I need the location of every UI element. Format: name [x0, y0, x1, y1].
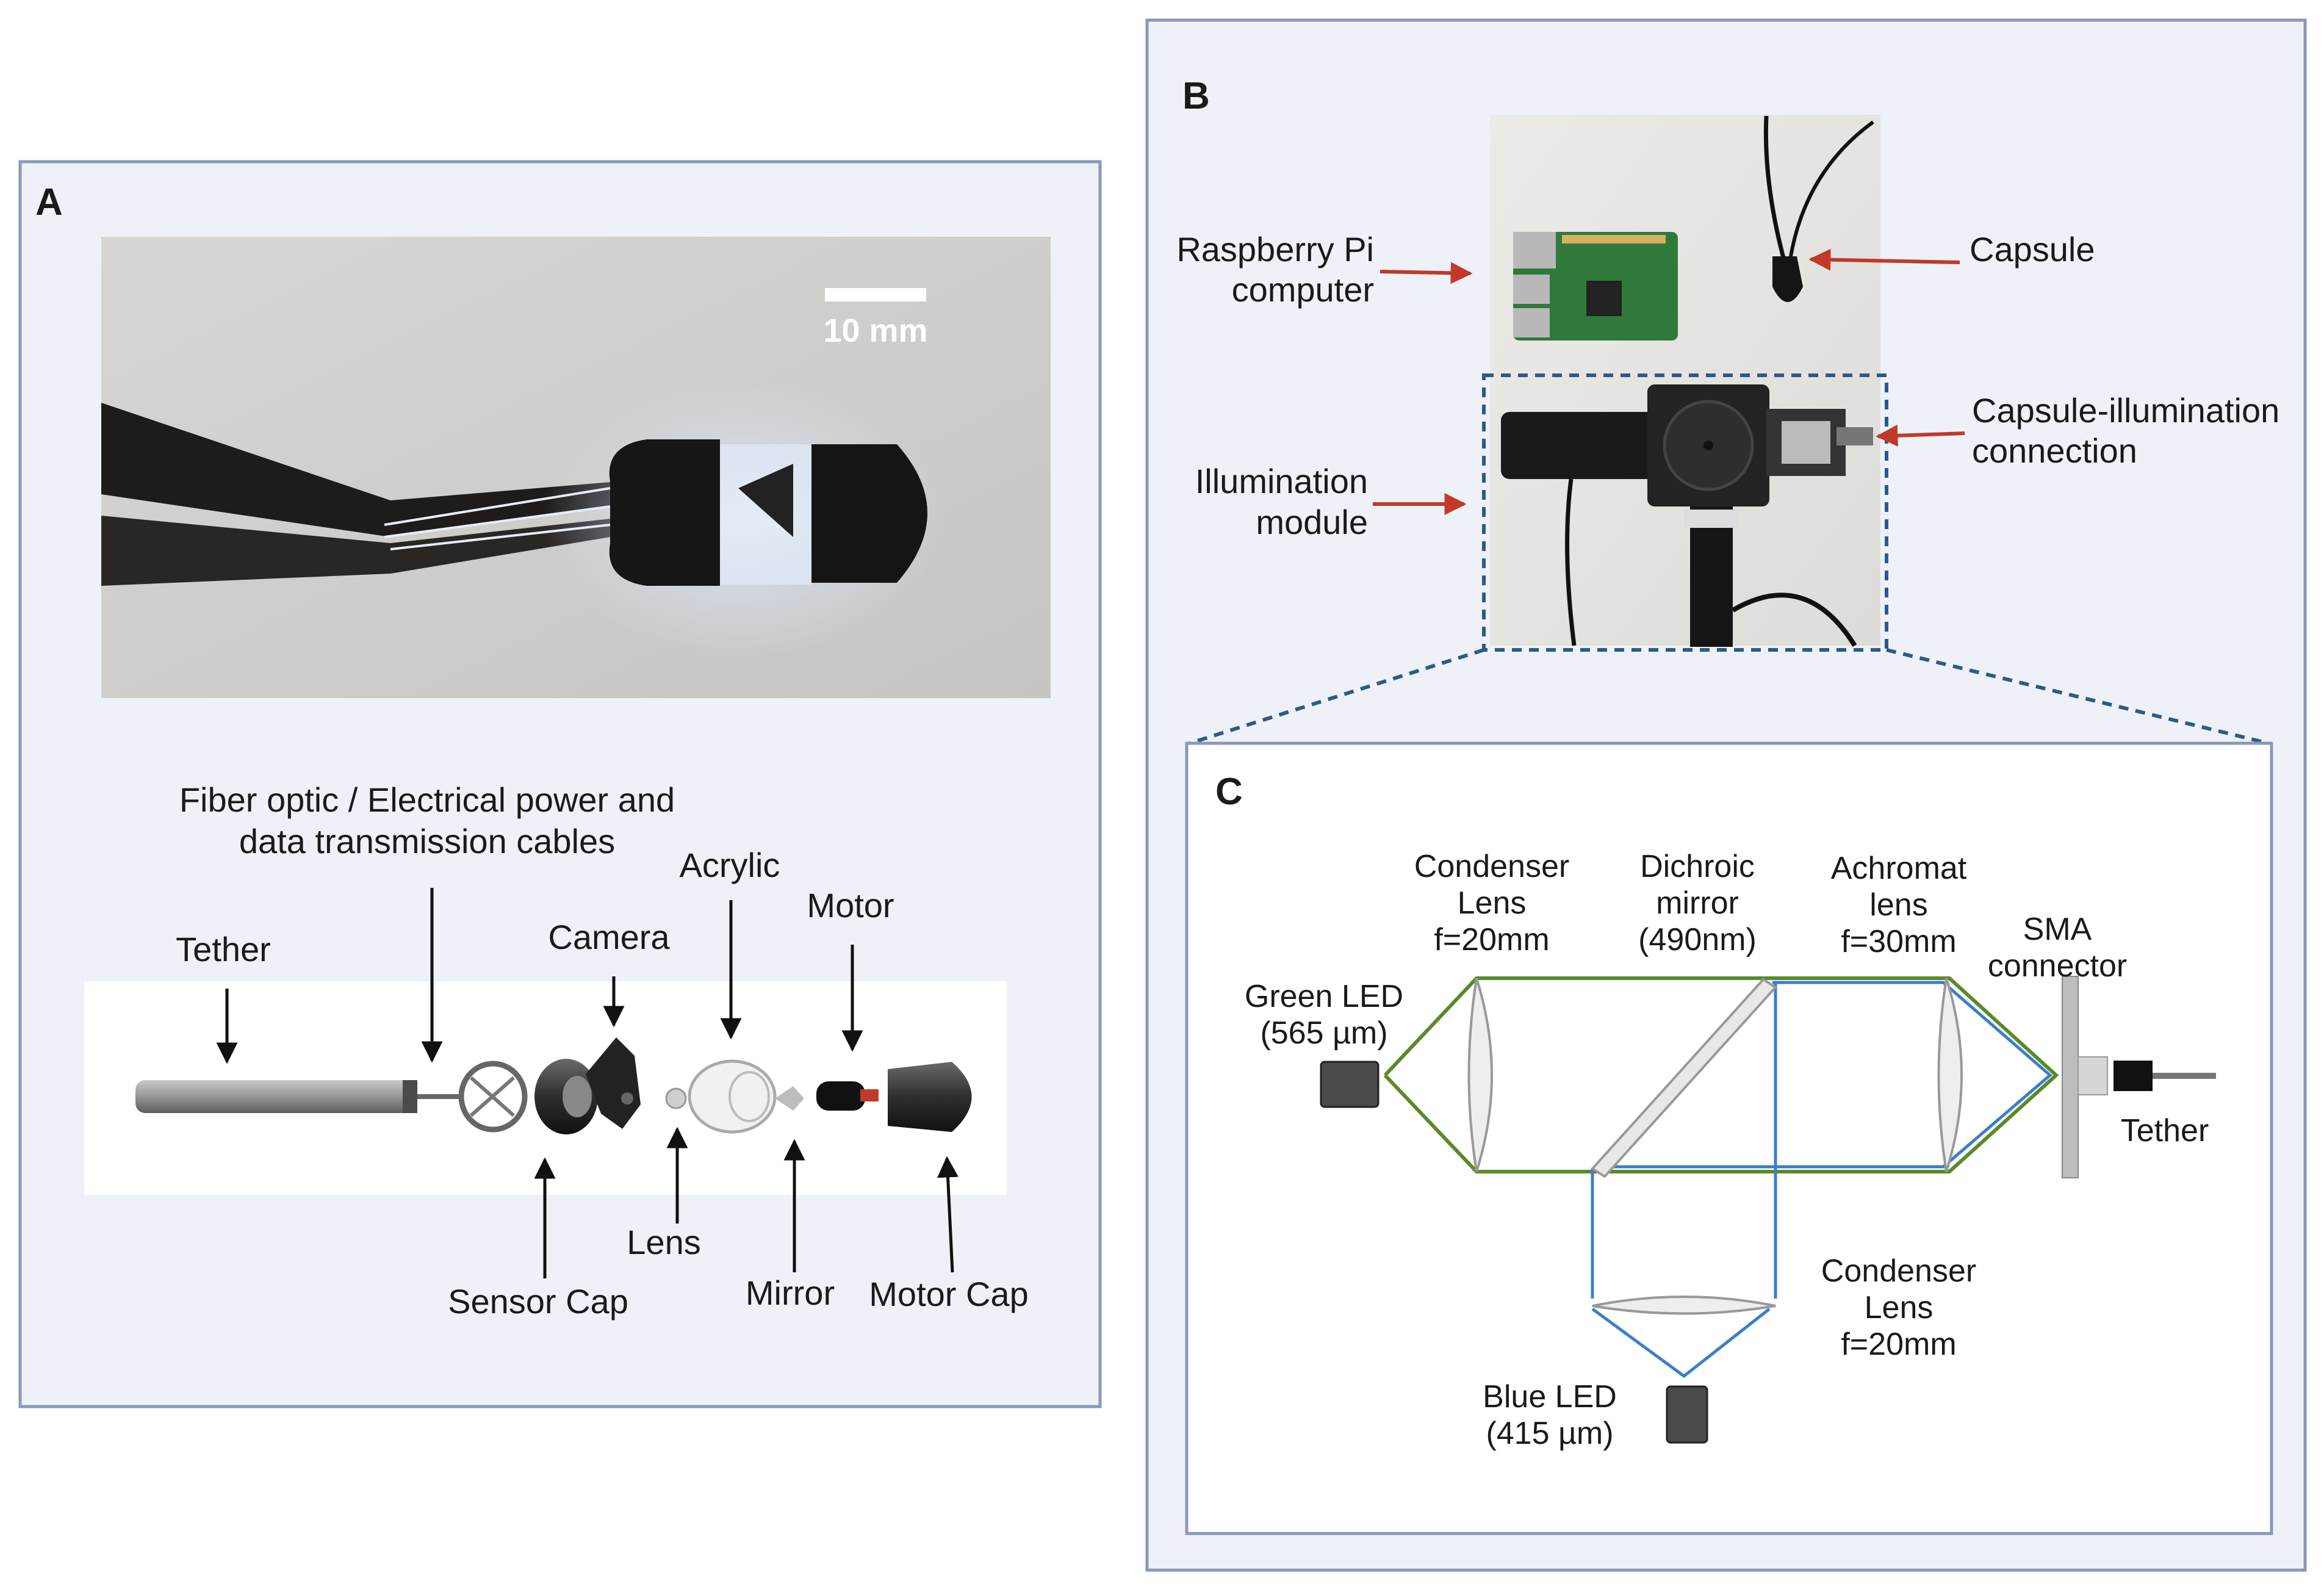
exploded-parts	[135, 1037, 972, 1134]
panel-b: B	[1145, 18, 2307, 1572]
illumination-dashed-box	[1482, 373, 1888, 652]
label-capsule: Capsule	[1970, 230, 2095, 269]
panel-b-letter: B	[1182, 75, 1210, 117]
panel-b-arrows	[1373, 248, 1965, 515]
label-tether: Tether	[176, 930, 271, 968]
capsule-object	[1772, 256, 1803, 302]
label-condenser-1-line1: Condenser	[1414, 849, 1569, 884]
label-illumination-1: Illumination	[1195, 462, 1368, 500]
tether-part	[135, 1080, 417, 1113]
motor-part	[816, 1081, 865, 1111]
achromat-lens	[1937, 978, 1963, 1172]
dichroic-mirror	[1590, 978, 1778, 1178]
label-fiber-optic-1: Fiber optic / Electrical power and	[179, 780, 675, 819]
panel-a: A 10 mm	[18, 160, 1102, 1408]
label-condenser-1-line3: f=20mm	[1434, 922, 1549, 957]
label-capsule-connection-1: Capsule-illumination	[1972, 391, 2279, 430]
label-capsule-connection-2: connection	[1972, 431, 2137, 470]
acrylic-part	[688, 1059, 777, 1134]
label-achromat-line3: f=30mm	[1841, 924, 1956, 959]
label-mirror: Mirror	[746, 1274, 835, 1312]
blue-beam	[1591, 981, 2052, 1379]
label-illumination-2: module	[1256, 503, 1368, 541]
label-achromat-line1: Achromat	[1831, 851, 1967, 886]
arrow-motor-cap	[937, 1156, 959, 1273]
label-motor-cap: Motor Cap	[869, 1275, 1028, 1313]
label-dichroic-line2: mirror	[1656, 885, 1739, 921]
label-sma-line1: SMA	[2023, 912, 2092, 947]
label-condenser-2-line1: Condenser	[1821, 1253, 1976, 1289]
zoom-line-right	[1886, 648, 2269, 745]
arrow-capsule-connection	[1876, 424, 1965, 447]
label-blue-led-1: Blue LED	[1483, 1379, 1617, 1415]
motor-cap-part	[888, 1062, 972, 1132]
label-motor: Motor	[807, 886, 894, 925]
blue-led	[1666, 1385, 1708, 1444]
label-condenser-2-line3: f=20mm	[1841, 1327, 1956, 1362]
lens-part	[665, 1087, 687, 1109]
label-fiber-optic-2: data transmission cables	[239, 822, 615, 860]
setup-photo	[1490, 115, 1880, 647]
label-camera: Camera	[548, 918, 670, 956]
label-lens: Lens	[627, 1223, 700, 1261]
scale-bar	[825, 288, 926, 301]
label-blue-led-2: (415 µm)	[1486, 1416, 1613, 1451]
label-acrylic: Acrylic	[680, 846, 780, 884]
label-sma-line2: connector	[1988, 948, 2127, 984]
label-green-led-2: (565 µm)	[1260, 1015, 1387, 1051]
label-green-led-1: Green LED	[1245, 979, 1403, 1014]
mirror-part	[775, 1086, 804, 1111]
label-condenser-1-line2: Lens	[1458, 885, 1527, 921]
panel-a-arrows	[216, 888, 959, 1278]
capsule-photo: 10 mm	[101, 237, 1051, 698]
condenser-lens-1	[1467, 978, 1493, 1172]
label-achromat-line2: lens	[1869, 887, 1927, 923]
label-sensor-cap: Sensor Cap	[448, 1282, 628, 1321]
sensor-cap-part	[458, 1061, 528, 1133]
tether-connector	[2114, 1061, 2153, 1091]
label-condenser-2-line2: Lens	[1865, 1290, 1934, 1325]
panel-a-letter: A	[35, 181, 63, 223]
sma-connector	[2062, 976, 2079, 1178]
label-raspberry-pi-1: Raspberry Pi	[1176, 230, 1374, 269]
arrow-capsule	[1808, 248, 1960, 271]
camera-part	[586, 1037, 641, 1129]
label-tether-c: Tether	[2121, 1113, 2209, 1148]
zoom-line-left	[1189, 648, 1484, 745]
condenser-lens-2	[1592, 1296, 1776, 1315]
label-raspberry-pi-2: computer	[1232, 270, 1374, 309]
arrow-raspberry-pi	[1380, 262, 1473, 284]
panel-c-frame	[1185, 741, 2273, 1535]
label-dichroic-line1: Dichroic	[1640, 849, 1755, 884]
panel-c-letter: C	[1215, 771, 1243, 813]
panel-c: C	[1185, 741, 2273, 1535]
label-dichroic-line3: (490nm)	[1638, 922, 1757, 957]
green-led	[1320, 1061, 1380, 1108]
scale-bar-label: 10 mm	[823, 312, 927, 349]
